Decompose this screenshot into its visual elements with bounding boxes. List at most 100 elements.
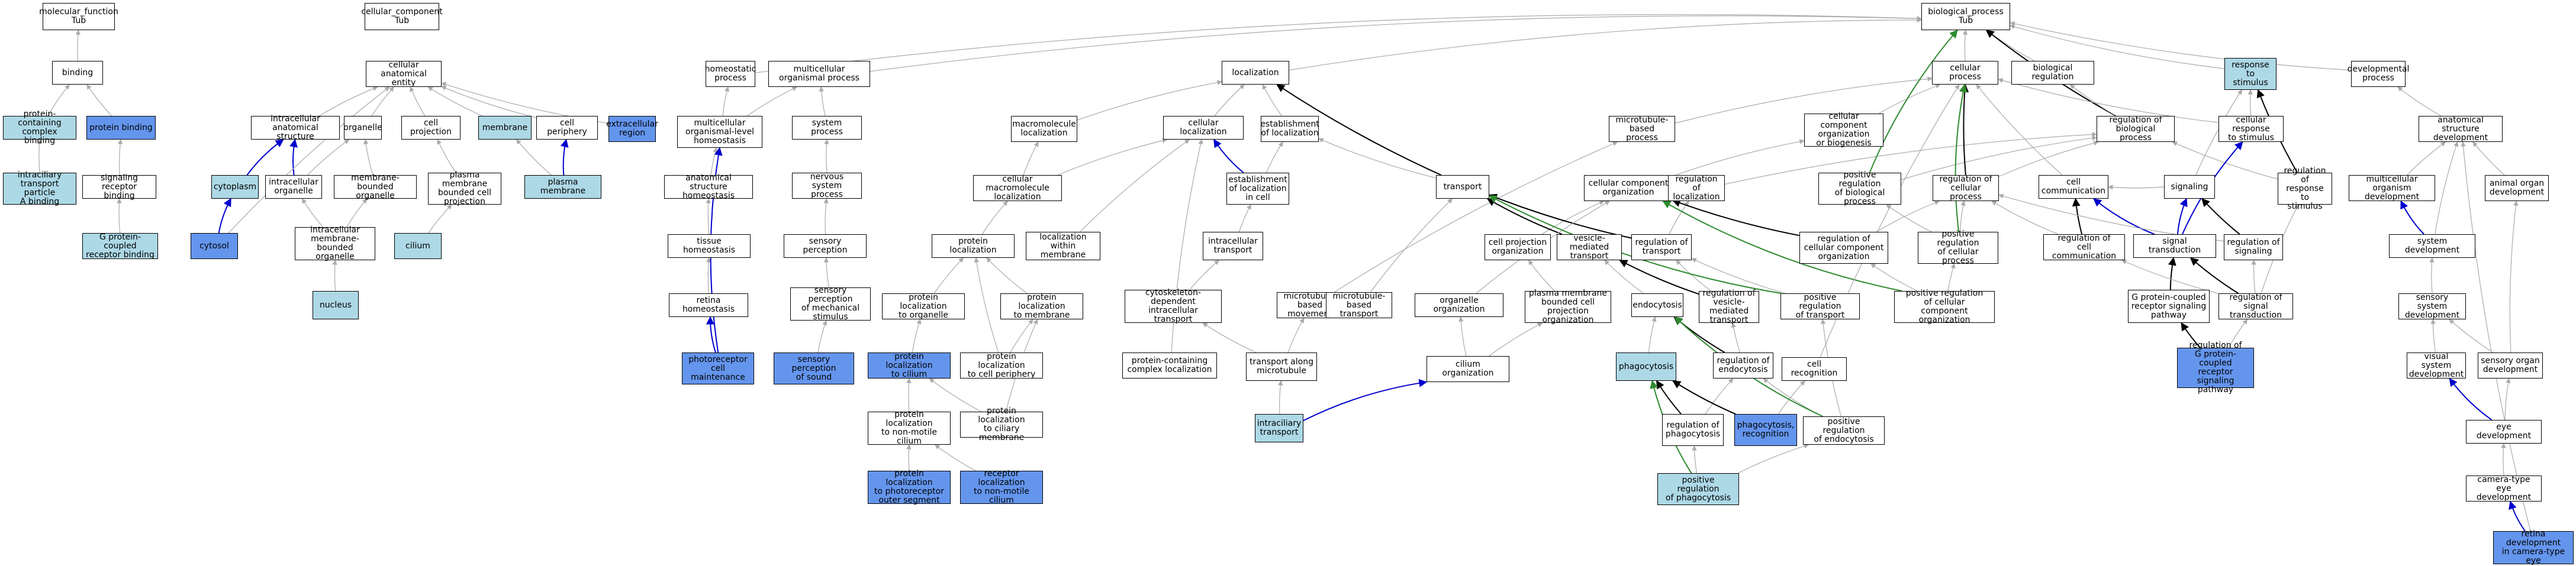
node-sensp: sensory perception: [784, 234, 867, 258]
edge-rphago-to-phago: [1656, 380, 1682, 415]
node-cytoplasm: cytoplasm: [211, 175, 259, 199]
node-plcp: protein localization to cell periphery: [960, 352, 1043, 379]
edge-cilium-to-pmbcp: [428, 204, 452, 234]
node-rgpcr: regulation of G protein-coupled receptor…: [2177, 341, 2254, 394]
edge-rcco-to-rcp: [1876, 200, 1940, 232]
edge-cproj-to-cae: [410, 86, 426, 117]
edge-pregp-to-rphago: [1692, 445, 1698, 474]
edge-transport-to-loc: [1276, 84, 1442, 176]
edge-rvmt-to-vmt: [1619, 260, 1699, 295]
node-nsp: nervous system process: [792, 172, 862, 199]
edge-ift-to-co: [1303, 379, 1428, 422]
edge-cdit-to-ict: [1189, 260, 1219, 290]
edge-rcc-to-rcp: [1991, 200, 2059, 235]
edge-gpcrsp-to-st: [2168, 257, 2176, 290]
node-sod: sensory organ development: [2478, 352, 2543, 379]
edge-mod-to-asd: [2407, 141, 2446, 176]
edge-plcil-to-plorg: [912, 319, 922, 353]
edge-cloc-to-loc: [1214, 84, 1245, 117]
edge-plcp-to-plmem: [1010, 319, 1033, 353]
node-pcm: photoreceptor cell maintenance: [682, 352, 754, 384]
node-ash: anatomical structure homeostasis: [664, 173, 753, 200]
edge-mbm-to-mtbp: [1334, 141, 1618, 293]
edge-phrec-to-phago: [1672, 380, 1736, 415]
node-rphago: regulation of phagocytosis: [1662, 414, 1724, 446]
node-plcil: protein localization to cilium: [868, 352, 951, 379]
node-plnmc: protein localization to non-motile ciliu…: [868, 410, 951, 446]
node-oo: organelle organization: [1415, 293, 1503, 317]
node-molh: multicellular organismal-level homeostas…: [677, 116, 762, 148]
node-rts: response to stimulus: [2224, 58, 2276, 90]
node-ccob: cellular component organization or bioge…: [1804, 112, 1883, 148]
node-tam: transport along microtubule: [1246, 352, 1317, 381]
node-ccomm: cell communication: [2039, 175, 2108, 199]
edge-binding-to-mf: [75, 30, 80, 62]
node-cpo: cell projection organization: [1485, 234, 1551, 260]
edge-mbo-to-organelle: [363, 139, 373, 176]
edge-plmem-to-ploc: [986, 257, 1028, 294]
node-plmem: protein localization to membrane: [1000, 293, 1083, 319]
edge-ctedev-to-eyedev: [2501, 443, 2506, 476]
edge-pmbcp-to-cproj: [437, 139, 456, 173]
node-rlnmc: receptor localization to non-motile cili…: [960, 470, 1043, 505]
node-plcm: protein localization to ciliary membrane: [960, 407, 1043, 442]
edge-pm-to-cperiph: [560, 138, 569, 176]
edge-homeo-to-bp: [755, 14, 1922, 73]
edge-rbp-to-br: [2069, 84, 2117, 117]
edge-rdcte-to-ctedev: [2509, 500, 2526, 532]
edge-sod-to-ssd: [2449, 319, 2494, 353]
node-ias: intracellular anatomical structure: [251, 114, 340, 141]
node-sysp: system process: [792, 116, 862, 140]
node-cilium: cilium: [394, 233, 442, 259]
node-srb: signaling receptor binding: [82, 173, 156, 200]
edge-rt-to-rloc: [1669, 200, 1689, 235]
node-cc: cellular_component Tub: [361, 3, 443, 30]
node-binding: binding: [52, 61, 103, 85]
node-rrs: regulation of response to stimulus: [2278, 166, 2332, 211]
edge-phrec-to-crec: [1778, 380, 1805, 415]
edge-ias-to-cae: [318, 86, 378, 117]
edge-rcco-to-cco: [1672, 199, 1800, 237]
node-gpcrsp: G protein-coupled receptor signaling pat…: [2128, 290, 2210, 323]
edge-nsp-to-sysp: [824, 139, 829, 173]
edge-pcb-to-binding: [47, 84, 70, 117]
edge-spms-to-sensp: [823, 257, 830, 288]
node-cproj: cell projection: [401, 116, 461, 140]
node-rh: retina homeostasis: [669, 293, 748, 317]
node-lwm: localization within membrane: [1026, 232, 1100, 260]
edge-rst-to-rsig: [2251, 260, 2256, 294]
edge-io-to-organelle: [307, 139, 350, 176]
node-homeo: homeostatic process: [705, 61, 756, 87]
edge-molh-to-homeo: [722, 86, 730, 117]
edge-signaling-to-rts: [2195, 89, 2242, 176]
node-ecr: extracellular region: [606, 116, 658, 142]
node-cp: cellular process: [1932, 61, 1998, 85]
edge-imbo-to-mbo: [346, 198, 368, 228]
node-rst: regulation of signal transduction: [2218, 293, 2293, 319]
edge-rlnmc-to-plnmc: [935, 444, 976, 471]
edge-plcp-to-ploc: [974, 257, 999, 353]
node-bp: biological_process Tub: [1921, 3, 2010, 30]
node-prcco: positive regulation of cellular componen…: [1894, 289, 1995, 325]
node-phago: phagocytosis: [1616, 352, 1676, 381]
edge-molh-to-mop: [746, 86, 798, 117]
node-asd: anatomical structure development: [2419, 115, 2503, 142]
edge-prcco-to-prcp: [1947, 263, 1956, 292]
node-rvmt: regulation of vesicle-mediated transport: [1699, 289, 1759, 325]
edge-ploc-to-cmloc: [981, 200, 1008, 235]
edge-pcm-to-rh: [706, 316, 716, 353]
edge-rt-to-transport: [1488, 193, 1632, 239]
edge-mtbp-to-cp: [1675, 76, 1933, 124]
edge-rrs-to-rbp: [2172, 141, 2278, 180]
edge-eloc-to-loc: [1262, 84, 1283, 117]
node-aod: animal organ development: [2485, 175, 2549, 201]
node-ssd: sensory system development: [2398, 293, 2466, 319]
edge-tam-to-cdit: [1202, 322, 1257, 353]
edge-mop-to-bp: [870, 15, 1922, 72]
edge-cpo-to-cco: [1541, 200, 1605, 235]
node-br: biological regulation: [2011, 61, 2094, 85]
node-vmt: vesicle-mediated transport: [1557, 234, 1622, 260]
edge-pb-to-binding: [86, 84, 112, 117]
edge-ccomm-to-cp: [1976, 84, 2063, 176]
